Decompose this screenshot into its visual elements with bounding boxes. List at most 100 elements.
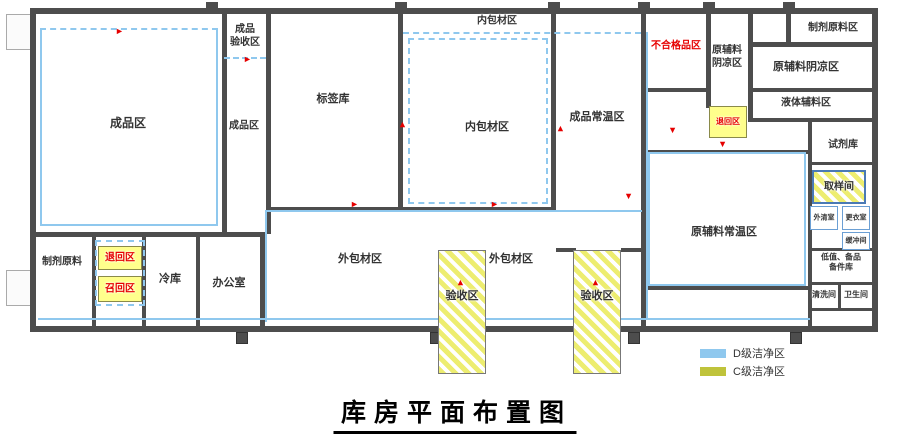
wall-segment	[30, 8, 878, 14]
room-label-buffer: 缓冲间	[845, 237, 867, 245]
small-room-box	[842, 206, 870, 230]
room-label-return-left: 退回区	[105, 252, 135, 264]
wall-segment	[398, 207, 556, 212]
receiving-dock-right	[573, 250, 621, 374]
room-label-inner-packaging-top: 内包材区	[477, 15, 517, 27]
room-label-reagent-warehouse: 试剂库	[828, 139, 858, 151]
pilaster	[548, 2, 560, 8]
room-label-finished-ambient: 成品常温区	[569, 110, 625, 123]
clean-area-boundary	[403, 32, 641, 34]
room-label-acceptance-right: 验收区	[580, 289, 614, 302]
room-label-raw-excipient-ambient: 原辅料常温区	[691, 225, 757, 238]
flow-arrow-icon: ►	[396, 120, 407, 129]
flow-arrow-icon: ►	[554, 124, 565, 133]
clean-area-boundary	[648, 152, 806, 286]
room-label-cold-storage: 冷库	[159, 272, 181, 285]
flow-arrow-icon: ►	[350, 199, 359, 209]
flow-arrow-icon: ►	[243, 54, 252, 64]
pilaster	[783, 2, 795, 8]
room-label-spare-parts: 低值、备品 备件库	[821, 252, 861, 272]
small-room-box	[842, 232, 870, 250]
clean-area-boundary	[266, 210, 642, 212]
sampling-room-box	[812, 170, 866, 204]
wall-segment	[30, 232, 265, 237]
room-label-inner-packaging: 内包材区	[465, 120, 509, 133]
legend-swatch-c-grade	[700, 367, 726, 376]
column-pier	[790, 332, 802, 344]
clean-area-boundary	[38, 318, 810, 320]
flow-arrow-icon: ►	[454, 278, 465, 287]
room-label-nonconforming: 不合格品区	[651, 40, 701, 52]
wall-segment	[748, 118, 878, 122]
wall-segment	[222, 8, 227, 234]
wall-segment	[786, 8, 791, 44]
room-label-cool-area-narrow: 原辅料 阴凉区	[712, 45, 742, 69]
wall-segment	[838, 284, 841, 310]
pilaster	[395, 2, 407, 8]
clean-area-boundary	[408, 38, 548, 204]
room-label-liquid-excipient: 液体辅料区	[781, 97, 831, 109]
wall-segment	[644, 88, 710, 92]
room-label-acceptance-left: 验收区	[445, 289, 479, 302]
flow-arrow-icon: ►	[717, 140, 728, 149]
flow-arrow-icon: ►	[589, 278, 600, 287]
pilaster	[206, 2, 218, 8]
room-label-preparation-raw-area: 制剂原料区	[808, 22, 858, 34]
clean-area-boundary	[224, 57, 266, 59]
room-label-sampling-room: 取样间	[824, 181, 854, 193]
pilaster	[703, 2, 715, 8]
wall-segment	[398, 8, 403, 211]
wall-segment	[706, 8, 711, 108]
flow-arrow-icon: ►	[623, 192, 634, 201]
recall-area-box	[98, 276, 142, 302]
flow-arrow-icon: ►	[490, 199, 499, 209]
wall-segment	[260, 232, 265, 326]
wall-segment	[808, 308, 872, 311]
room-label-label-warehouse: 标签库	[316, 92, 350, 105]
wall-segment	[812, 162, 872, 165]
room-label-outer-packaging-right: 外包材区	[489, 252, 533, 265]
wall-segment	[808, 248, 872, 251]
small-room-box	[810, 206, 838, 230]
wall-segment	[196, 232, 200, 326]
room-label-preparation-raw-left: 制剂原料	[42, 256, 82, 268]
room-label-finished-area: 成品区	[109, 116, 147, 131]
column-pier	[628, 332, 640, 344]
loading-ramp	[6, 14, 32, 50]
wall-segment	[644, 286, 810, 290]
room-label-washing-room: 清洗间	[812, 289, 836, 299]
clean-area-boundary	[95, 240, 145, 306]
wall-segment	[748, 42, 878, 47]
wall-segment	[621, 248, 643, 252]
wall-segment	[556, 248, 576, 252]
wall-segment	[92, 232, 96, 326]
receiving-dock-left	[438, 250, 486, 374]
room-label-toilet: 卫生间	[844, 289, 868, 299]
room-label-finished-acceptance: 成品 验收区	[230, 24, 260, 48]
wall-segment	[266, 207, 403, 212]
return-area-box	[98, 246, 142, 270]
room-label-gowning: 更衣室	[845, 214, 867, 222]
room-label-office: 办公室	[212, 276, 246, 289]
flow-arrow-icon: ►	[115, 26, 124, 36]
clean-area-boundary	[40, 28, 218, 226]
flow-arrow-icon: ►	[667, 126, 678, 135]
clean-area-boundary	[646, 32, 648, 318]
wall-segment	[748, 8, 753, 122]
wall-segment	[641, 8, 646, 326]
wall-segment	[808, 282, 872, 285]
room-label-external-cleaning: 外清室	[813, 214, 835, 222]
legend-swatch-d-grade	[700, 349, 726, 358]
page-title: 库房平面布置图	[332, 393, 577, 434]
return-area-box	[709, 106, 747, 138]
wall-segment	[266, 8, 271, 234]
room-label-cool-area-wide: 原辅料阴凉区	[773, 60, 839, 73]
wall-segment	[872, 8, 878, 332]
legend-label-c-grade: C级洁净区	[733, 366, 785, 378]
wall-segment	[748, 88, 878, 92]
column-pier	[236, 332, 248, 344]
legend-label-d-grade: D级洁净区	[733, 348, 785, 360]
room-label-outer-packaging-left: 外包材区	[338, 252, 382, 265]
loading-ramp	[6, 270, 32, 306]
